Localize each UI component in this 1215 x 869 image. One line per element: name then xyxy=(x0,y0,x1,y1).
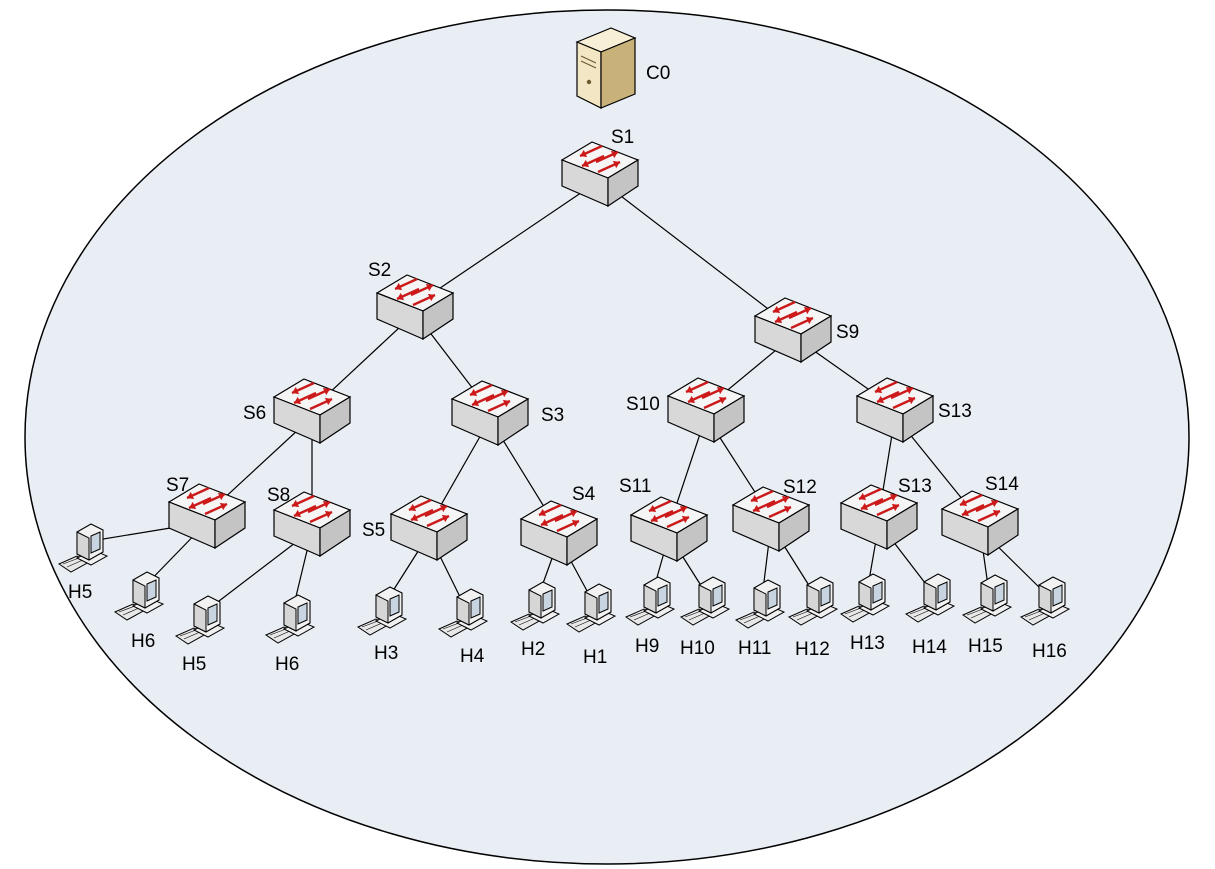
host-label-h1: H1 xyxy=(583,647,607,668)
host-h12-computer-icon[interactable] xyxy=(787,576,839,626)
host-label-h2: H2 xyxy=(521,639,545,660)
switch-s10-icon[interactable] xyxy=(666,377,746,444)
host-h15-computer-icon[interactable] xyxy=(961,574,1013,624)
switch-s6-icon[interactable] xyxy=(272,378,352,445)
host-label-h15: H15 xyxy=(968,636,1003,657)
host-label-h11: H11 xyxy=(738,638,771,659)
host-label-h14: H14 xyxy=(912,637,947,658)
switch-s5-icon[interactable] xyxy=(389,495,469,562)
switch-label-s5: S5 xyxy=(362,520,385,541)
switch-s12-icon[interactable] xyxy=(731,486,811,553)
switch-s13-icon[interactable] xyxy=(855,377,935,444)
switch-label-s8: S8 xyxy=(267,485,290,506)
switch-s14-icon[interactable] xyxy=(940,490,1020,557)
host-label-h12: H12 xyxy=(795,639,830,660)
host-h6-computer-icon[interactable] xyxy=(113,571,165,621)
host-h9-computer-icon[interactable] xyxy=(624,576,676,626)
host-h13-computer-icon[interactable] xyxy=(839,573,891,623)
switch-s11-icon[interactable] xyxy=(629,496,709,563)
link-s1-s9 xyxy=(599,179,794,329)
switch-label-s11: S11 xyxy=(619,476,651,497)
switch-label-s13: S13 xyxy=(898,476,932,497)
host-label-h5: H5 xyxy=(68,582,92,603)
host-h14-computer-icon[interactable] xyxy=(904,573,956,623)
link-s1-s2 xyxy=(414,179,601,306)
switch-label-s6: S6 xyxy=(243,403,266,424)
host-h11-computer-icon[interactable] xyxy=(734,579,786,629)
switch-label-s4: S4 xyxy=(572,484,596,505)
host-h2-computer-icon[interactable] xyxy=(509,581,561,631)
host-h16-computer-icon[interactable] xyxy=(1019,576,1071,626)
switch-label-s7: S7 xyxy=(166,475,189,496)
host-h10-computer-icon[interactable] xyxy=(679,576,731,626)
switch-label-s12: S12 xyxy=(783,477,817,498)
host-h3-computer-icon[interactable] xyxy=(356,586,408,636)
host-h1-computer-icon[interactable] xyxy=(565,583,617,633)
switch-s1-icon[interactable] xyxy=(560,141,640,208)
host-h4-computer-icon[interactable] xyxy=(437,588,489,638)
switch-s3-icon[interactable] xyxy=(450,380,530,447)
switch-s4-icon[interactable] xyxy=(519,500,599,567)
host-h5-computer-icon[interactable] xyxy=(174,595,226,645)
host-label-h5: H5 xyxy=(182,654,206,675)
switch-label-s9: S9 xyxy=(836,322,859,343)
switch-label-s14: S14 xyxy=(985,474,1019,495)
host-label-h3: H3 xyxy=(374,643,398,664)
switch-label-s1: S1 xyxy=(611,127,634,148)
host-label-h16: H16 xyxy=(1032,641,1067,662)
nodes-layer xyxy=(57,27,1071,645)
switch-s7-icon[interactable] xyxy=(167,483,247,550)
host-label-h13: H13 xyxy=(850,633,885,654)
switch-s13-icon[interactable] xyxy=(839,484,919,551)
switch-s8-icon[interactable] xyxy=(272,491,352,558)
host-label-h6: H6 xyxy=(275,654,299,675)
host-label-h9: H9 xyxy=(635,636,659,657)
host-h5-computer-icon[interactable] xyxy=(57,523,109,573)
host-label-h6: H6 xyxy=(131,631,155,652)
network-boundary-ellipse xyxy=(24,9,1190,865)
host-label-h10: H10 xyxy=(680,638,715,659)
switch-label-s13: S13 xyxy=(938,401,972,422)
switch-s9-icon[interactable] xyxy=(753,297,833,364)
switch-s2-icon[interactable] xyxy=(375,274,455,341)
server-label-c0: C0 xyxy=(646,63,670,84)
controller-server-icon[interactable] xyxy=(575,27,637,109)
host-label-h4: H4 xyxy=(460,646,485,667)
switch-label-s2: S2 xyxy=(368,260,391,281)
switch-label-s10: S10 xyxy=(626,394,660,415)
host-h6-computer-icon[interactable] xyxy=(264,594,316,644)
switch-label-s3: S3 xyxy=(541,405,564,426)
